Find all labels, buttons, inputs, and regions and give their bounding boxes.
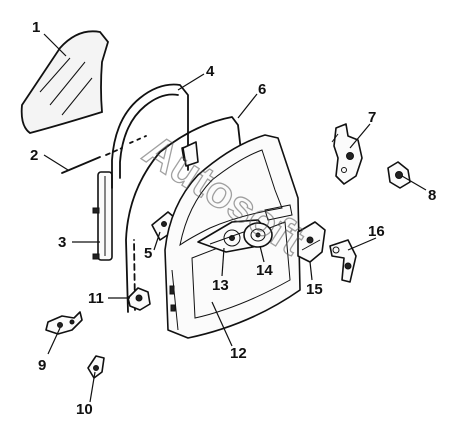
part-hinge-bracket xyxy=(127,287,151,311)
callout-14: 14 xyxy=(256,262,273,279)
part-regulator-motor xyxy=(243,222,273,248)
part-handle-linkage xyxy=(329,239,357,283)
part-lock-actuator xyxy=(297,221,326,263)
callout-15: 15 xyxy=(306,281,323,298)
callout-12: 12 xyxy=(230,345,247,362)
callout-13: 13 xyxy=(212,277,229,294)
callout-8: 8 xyxy=(428,187,436,204)
callout-1: 1 xyxy=(32,19,40,36)
callout-7: 7 xyxy=(368,109,376,126)
part-belt-weatherstrip xyxy=(61,135,147,174)
part-glass-channel xyxy=(92,171,113,261)
callout-9: 9 xyxy=(38,357,46,374)
callout-10: 10 xyxy=(76,401,93,418)
callout-11: 11 xyxy=(88,290,104,307)
callout-6: 6 xyxy=(258,81,266,98)
part-door-latch xyxy=(331,123,363,185)
callout-5: 5 xyxy=(144,245,152,262)
part-window-glass xyxy=(20,30,109,134)
callout-2: 2 xyxy=(30,147,38,164)
callout-numbers: 1 2 3 4 5 6 7 8 9 10 11 12 13 14 15 16 xyxy=(30,19,436,418)
part-lower-hinge xyxy=(87,355,105,379)
callout-3: 3 xyxy=(58,234,66,251)
callout-4: 4 xyxy=(206,63,215,80)
callout-16: 16 xyxy=(368,223,385,240)
part-upper-hinge xyxy=(45,311,83,335)
leader-lines xyxy=(43,33,427,403)
part-striker xyxy=(387,161,411,189)
